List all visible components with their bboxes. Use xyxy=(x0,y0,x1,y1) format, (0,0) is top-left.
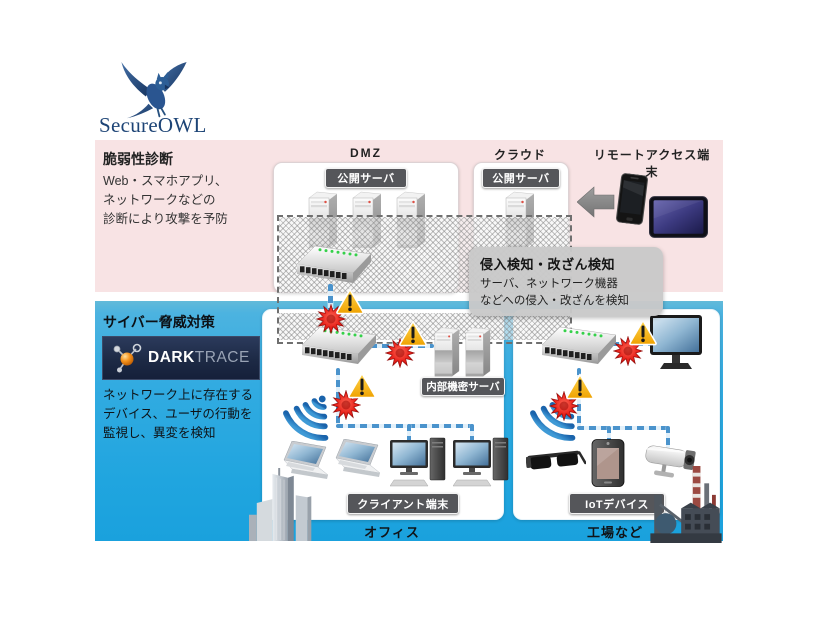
desktop-pc-icon xyxy=(453,436,509,488)
badge-iot-device: IoTデバイス xyxy=(569,493,665,514)
threat-description: ネットワーク上に存在する デバイス、ユーザの行動を 監視し、異変を検知 xyxy=(103,388,254,440)
owl-logo-icon xyxy=(112,62,196,120)
warning-triangle-icon xyxy=(348,372,376,399)
detection-callout-description: サーバ、ネットワーク機器 などへの侵入・改ざんを検知 xyxy=(480,278,629,307)
line-drop-desktop2 xyxy=(470,424,474,446)
network-switch-icon xyxy=(538,323,618,369)
detection-callout-title: 侵入検知・改ざん検知 xyxy=(480,257,616,272)
caption-factory: 工場など xyxy=(586,525,643,540)
logo-text: SecureOWL xyxy=(99,113,207,137)
server-icon xyxy=(462,326,494,378)
smart-glasses-icon xyxy=(526,446,586,476)
badge-public-server-cloud: 公開サーバ xyxy=(482,168,560,188)
caption-office: オフィス xyxy=(364,525,420,540)
warning-triangle-icon xyxy=(336,288,364,315)
threat-title: サイバー脅威対策 xyxy=(103,314,215,330)
monitor-icon xyxy=(650,315,702,375)
factory-illustration xyxy=(649,466,723,543)
server-icon xyxy=(431,326,463,378)
vulnerability-title: 脆弱性診断 xyxy=(103,151,173,167)
darktrace-trace-label: TRACE xyxy=(194,349,250,366)
tablet-icon xyxy=(649,196,708,238)
line-drop-desktop1 xyxy=(407,424,411,446)
darktrace-dark-label: DARK xyxy=(148,349,195,366)
zone-label-remote: リモートアクセス端末 xyxy=(593,148,711,179)
line-factory-bus xyxy=(577,426,670,430)
iot-sensor-icon xyxy=(590,438,626,488)
warning-triangle-icon xyxy=(629,319,657,346)
line-drop-sensor xyxy=(607,426,611,450)
laptop-icon xyxy=(334,439,386,481)
line-office-bus xyxy=(336,424,474,428)
badge-internal-server: 内部機密サーバ xyxy=(421,377,505,396)
line-drop-camera xyxy=(666,426,670,450)
vulnerability-description: Web・スマホアプリ、 ネットワークなどの 診断により攻撃を予防 xyxy=(103,174,228,226)
darktrace-molecule-icon xyxy=(111,342,143,374)
zone-label-cloud: クラウド xyxy=(493,148,546,162)
darktrace-logo: DARKTRACE xyxy=(102,336,260,380)
network-switch-icon xyxy=(293,242,373,288)
badge-client-terminal: クライアント端末 xyxy=(347,493,459,514)
detection-callout: 侵入検知・改ざん検知 サーバ、ネットワーク機器 などへの侵入・改ざんを検知 xyxy=(469,247,663,317)
warning-triangle-icon xyxy=(399,320,427,347)
warning-triangle-icon xyxy=(566,373,594,400)
arrow-left-icon xyxy=(577,186,615,218)
desktop-pc-icon xyxy=(390,436,446,488)
line-switch-down-office xyxy=(336,368,340,426)
badge-public-server-dmz: 公開サーバ xyxy=(325,168,407,188)
city-illustration xyxy=(248,468,324,542)
zone-label-dmz: DMZ xyxy=(350,146,382,160)
